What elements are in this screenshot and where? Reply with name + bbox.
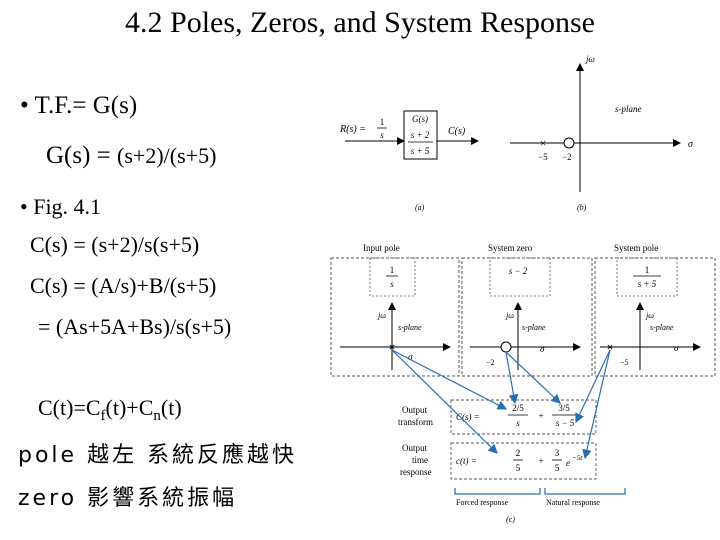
- t2-den: s − 5: [556, 418, 575, 428]
- sigma-label-1: σ: [408, 352, 413, 362]
- box-output-transform: [450, 399, 597, 435]
- input-num: 1: [380, 117, 385, 127]
- plane-label-1: s-plane: [398, 323, 422, 332]
- bullet-tf: • T.F.= G(s): [20, 92, 138, 119]
- bullet-fig: • Fig. 4.1: [20, 194, 102, 219]
- jw-label-2: jω: [505, 311, 514, 320]
- gs-block: [403, 110, 438, 160]
- output-time-3: response: [400, 467, 432, 477]
- caption-c: (c): [506, 515, 515, 524]
- input-den: s: [380, 130, 384, 140]
- r2-num: 3: [555, 448, 560, 458]
- zero-marker-b: [563, 137, 575, 149]
- block-title: G(s): [412, 114, 428, 124]
- zero-expr: s − 2: [509, 266, 528, 276]
- jw-label-b: jω: [585, 54, 595, 64]
- r2-den: 5: [555, 463, 560, 473]
- cs-eq: C(s) =: [456, 412, 480, 422]
- t1-num: 2/5: [512, 403, 524, 413]
- panel-c: Input pole System zero System pole 1 s s…: [330, 243, 716, 524]
- header-input-pole: Input pole: [363, 243, 400, 253]
- input-label: R(s) =: [339, 124, 366, 135]
- output-transform-1: Output: [402, 405, 428, 415]
- bracket-forced: [454, 488, 541, 495]
- frac1-den: s: [390, 279, 394, 289]
- plane-label-2: s-plane: [522, 323, 546, 332]
- jw-label-3: jω: [645, 311, 654, 320]
- ct-sub-f: f: [100, 408, 106, 424]
- plus-2: +: [538, 456, 543, 466]
- box-output-time: [450, 442, 597, 480]
- box-input-pole: [330, 257, 460, 377]
- flow-arrows: [391, 349, 611, 460]
- input-pole-marker: ×: [389, 340, 396, 354]
- jw-label-1: jω: [377, 311, 386, 320]
- forced-response-label: Forced response: [456, 498, 509, 507]
- tick-m5-b: −5: [538, 152, 548, 162]
- r1-den: 5: [516, 463, 521, 473]
- s-plane-b: jω s-plane σ × −5 −2 (b): [510, 54, 694, 212]
- output-time-2: time: [412, 455, 428, 465]
- plane-label-b: s-plane: [615, 104, 642, 114]
- header-system-pole: System pole: [614, 243, 658, 253]
- frac1-num: 1: [390, 265, 395, 275]
- sigma-label-b: σ: [688, 139, 694, 150]
- bracket-natural: [544, 488, 626, 495]
- block-den: s + 5: [411, 146, 430, 156]
- plus-1: +: [538, 411, 543, 421]
- tick-m2-c: −2: [486, 358, 495, 367]
- mini-plane-2: jω s-plane σ −2: [470, 302, 581, 370]
- sigma-label-3: σ: [674, 343, 679, 353]
- gs-expr: (s+2)/(s+5): [117, 143, 217, 168]
- caption-a: (a): [415, 203, 425, 212]
- mini-plane-1: jω s-plane σ ×: [340, 302, 451, 370]
- frac3-den: s + 5: [638, 279, 657, 289]
- pole-marker-b: ×: [540, 136, 547, 150]
- sigma-label-2: σ: [540, 344, 545, 354]
- t2-num: 3/5: [558, 403, 570, 413]
- natural-response-label: Natural response: [546, 498, 600, 507]
- slide-title: 4.2 Poles, Zeros, and System Response: [125, 6, 595, 39]
- exp-base: e: [566, 458, 570, 468]
- frac3-num: 1: [645, 265, 650, 275]
- output-transform-2: transform: [398, 417, 433, 427]
- output-label: C(s): [448, 126, 466, 137]
- system-pole-marker: ×: [607, 340, 614, 354]
- caption-b: (b): [577, 203, 587, 212]
- cs-line-3: = (As+5A+Bs)/s(s+5): [38, 314, 232, 339]
- block-diagram: R(s) = 1 s G(s) s + 2 s + 5 C(s) (a): [339, 110, 479, 212]
- t1-den: s: [516, 418, 520, 428]
- cs-line-1: C(s) = (s+2)/s(s+5): [30, 232, 200, 257]
- gs-label: G(s) =: [46, 142, 118, 169]
- tick-m5-c: −5: [620, 358, 629, 367]
- exp-sup: −5t: [572, 454, 583, 462]
- ct-eq: c(t) =: [456, 456, 477, 466]
- note-zero: zero 影響系統振幅: [18, 486, 238, 511]
- ct-part-b: (t)+C: [105, 395, 154, 420]
- ct-sub-n: n: [153, 408, 161, 424]
- plane-label-3: s-plane: [650, 323, 674, 332]
- figure-4-1: R(s) = 1 s G(s) s + 2 s + 5 C(s) (a) jω …: [330, 54, 716, 524]
- gs-line: G(s) = (s+2)/(s+5): [46, 142, 216, 170]
- block-num: s + 2: [411, 130, 430, 140]
- output-time-1: Output: [402, 443, 428, 453]
- note-pole: pole 越左 系統反應越快: [18, 443, 298, 468]
- mini-plane-3: jω s-plane σ × −5: [600, 302, 701, 370]
- ct-part-c: (t): [160, 395, 182, 420]
- system-zero-marker: [500, 341, 512, 353]
- header-system-zero: System zero: [488, 243, 533, 253]
- time-response-line: C(t)=Cf(t)+Cn(t): [38, 395, 182, 425]
- r1-num: 2: [516, 448, 521, 458]
- cs-line-2: C(s) = (A/s)+B/(s+5): [30, 273, 217, 298]
- ct-part-a: C(t)=C: [38, 395, 101, 420]
- tick-m2-b: −2: [562, 152, 572, 162]
